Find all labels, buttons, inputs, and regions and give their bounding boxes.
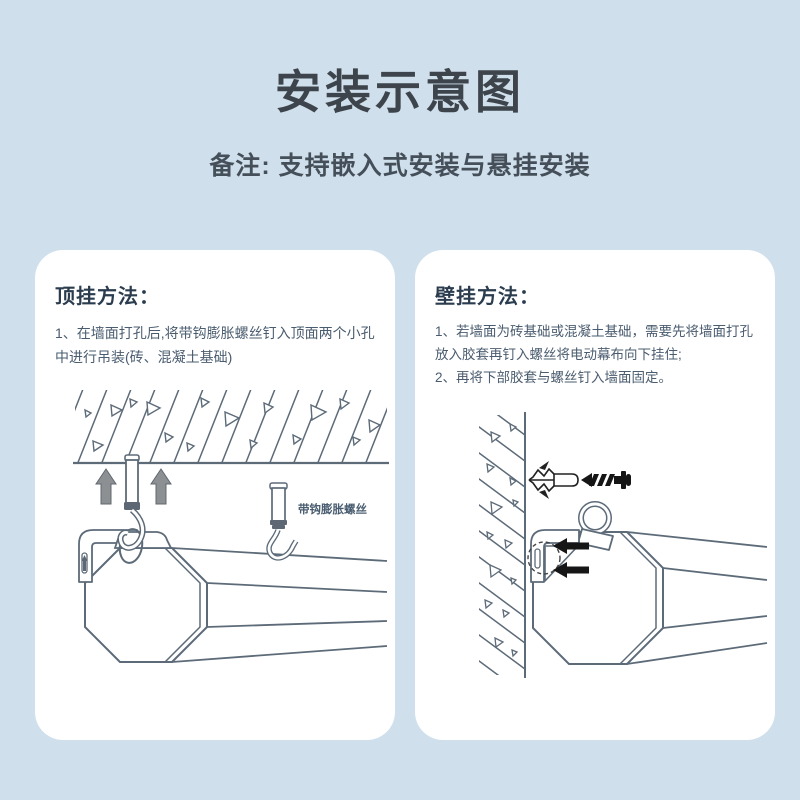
housing-rim-line	[164, 547, 201, 663]
housing-octagon-endface	[84, 547, 208, 663]
up-arrow-icon	[150, 468, 172, 505]
wall-anchor-icon	[528, 461, 579, 499]
left-arrow-icon	[553, 538, 589, 554]
wall-mount-card: 壁挂方法： 1、若墙面为砖基础或混凝土基础，需要先将墙面打孔放入胶套再钉入螺丝将…	[415, 250, 775, 740]
ceiling-mount-card: 带钩膨胀螺丝 顶挂方法： 1、在墙面打孔后,将带钩膨胀螺丝钉入顶面两个小孔中进行…	[35, 250, 395, 740]
aggregate-triangles	[84, 396, 382, 453]
slot-arrow-icon	[81, 555, 88, 571]
hanging-ring-inner	[579, 502, 611, 534]
hook-wire-inner	[119, 508, 145, 550]
ceiling-mount-diagram: 带钩膨胀螺丝	[73, 390, 389, 663]
up-arrow-icon	[95, 468, 117, 505]
ceiling-mount-step1: 1、在墙面打孔后,将带钩膨胀螺丝钉入顶面两个小孔中进行吊装(砖、混凝土基础)	[55, 325, 375, 366]
screw-collar	[124, 502, 140, 510]
wall-mount-heading: 壁挂方法：	[435, 286, 540, 308]
aggregate-triangles	[484, 422, 520, 658]
ceiling-mount-heading: 顶挂方法：	[55, 286, 160, 308]
wall-mount-step1: 1、若墙面为砖基础或混凝土基础，需要先将墙面打孔放入胶套再钉入螺丝将电动幕布向下…	[435, 324, 754, 362]
left-arrow-icon	[553, 562, 589, 578]
hook-screw-label: 带钩膨胀螺丝	[298, 502, 367, 516]
page-subtitle: 备注: 支持嵌入式安装与悬挂安装	[209, 152, 591, 180]
page-title: 安装示意图	[275, 66, 525, 118]
housing-rim-line	[619, 531, 657, 665]
ceiling-hatch-pattern	[75, 390, 387, 464]
wall-mount-step2: 2、再将下部胶套与螺丝钉入墙面固定。	[435, 369, 673, 385]
screw-body	[125, 459, 139, 504]
wall-screw-icon	[581, 471, 631, 489]
wall-hatch-pattern	[479, 415, 525, 675]
screen-housing-tube	[626, 531, 768, 665]
wall-mount-diagram	[479, 412, 768, 678]
hook-screw-legend	[266, 482, 299, 561]
screen-housing-tube	[171, 547, 388, 663]
bracket-slot	[534, 548, 541, 569]
screw-position-dashed-circle	[527, 541, 561, 575]
